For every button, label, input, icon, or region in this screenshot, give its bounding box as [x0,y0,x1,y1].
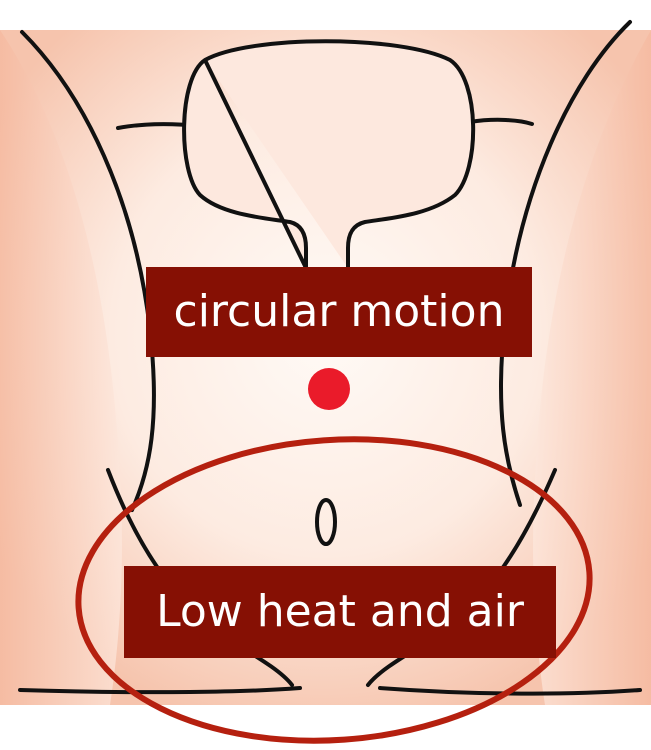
label-circular-motion: circular motion [146,267,532,357]
label-low-heat-and-air: Low heat and air [124,566,556,658]
red-dot-icon [308,368,350,410]
